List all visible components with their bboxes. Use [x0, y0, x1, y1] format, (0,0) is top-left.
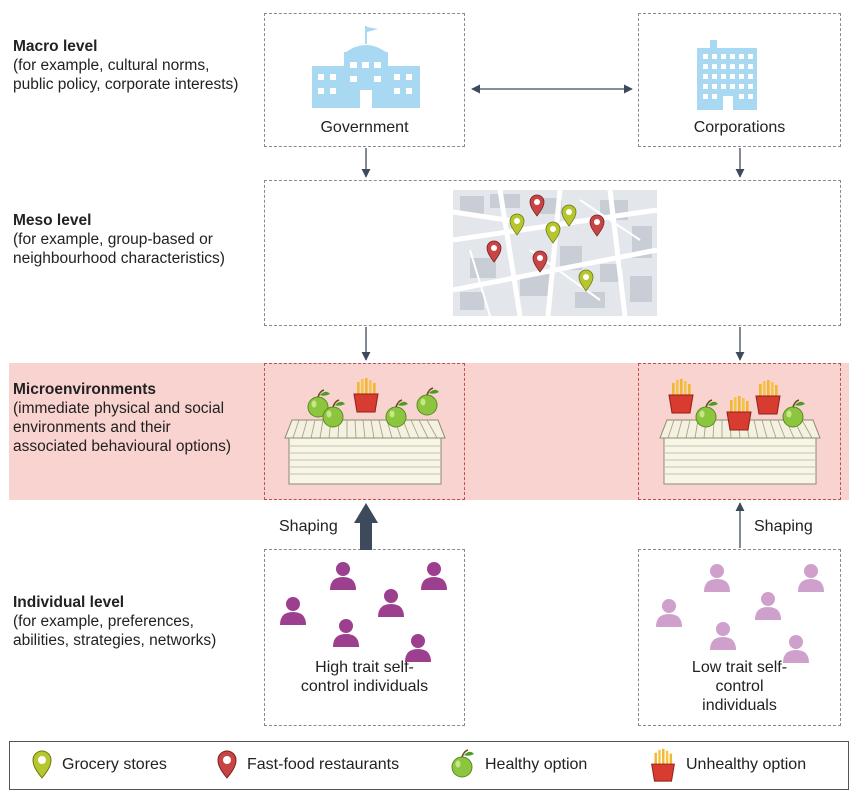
government-building-icon	[312, 26, 420, 108]
legend-grocery-label: Grocery stores	[62, 756, 167, 773]
corporation-building-icon	[697, 40, 757, 110]
macro-level-desc: (for example, cultural norms, public pol…	[13, 57, 239, 93]
individual-level-title: Individual level	[13, 594, 125, 611]
legend: Grocery stores Fast-food restaurants Hea…	[9, 741, 849, 790]
low-self-control-people	[656, 564, 824, 663]
strong-shaping-arrow	[354, 503, 378, 550]
market-stall-high-control	[284, 419, 446, 485]
meso-level-title: Meso level	[13, 212, 92, 229]
low-self-control-box: Low trait self-control individuals	[638, 549, 841, 726]
legend-unhealthy-label: Unhealthy option	[686, 756, 807, 773]
shaping-label-right: Shaping	[754, 518, 813, 535]
high-self-control-label: High trait self-control individuals	[300, 659, 429, 695]
individual-level-desc: (for example, preferences, abilities, st…	[13, 613, 217, 649]
grocery-pin-icon	[32, 750, 52, 779]
meso-level-desc: (for example, group-based or neighbourho…	[13, 231, 225, 267]
legend-healthy: Healthy option	[447, 742, 587, 788]
legend-grocery: Grocery stores	[30, 742, 167, 788]
legend-fastfood-label: Fast-food restaurants	[247, 756, 400, 773]
macro-level-label: Macro level (for example, cultural norms…	[13, 37, 243, 94]
fastfood-pin-icon	[217, 750, 237, 779]
fries-icon	[651, 748, 675, 782]
connector-arrows	[361, 84, 745, 548]
individual-level-label: Individual level (for example, preferenc…	[13, 593, 248, 650]
shaping-label-left: Shaping	[279, 518, 338, 535]
legend-fastfood: Fast-food restaurants	[215, 742, 399, 788]
corporations-box: Corporations	[638, 13, 841, 147]
high-self-control-people	[280, 562, 447, 662]
micro-box-right	[638, 363, 841, 500]
low-self-control-label: Low trait self-control individuals	[691, 659, 788, 714]
government-box: Government	[264, 13, 465, 147]
macro-level-title: Macro level	[13, 38, 98, 55]
meso-box	[264, 180, 841, 326]
corporations-label: Corporations	[693, 119, 786, 136]
micro-box-left	[264, 363, 465, 500]
neighbourhood-map	[452, 189, 658, 317]
micro-level-label: Microenvironments (immediate physical an…	[13, 380, 238, 456]
legend-healthy-label: Healthy option	[485, 756, 588, 773]
legend-unhealthy: Unhealthy option	[648, 742, 806, 788]
apple-icon	[451, 749, 475, 778]
micro-level-desc: (immediate physical and social environme…	[13, 400, 231, 455]
meso-level-label: Meso level (for example, group-based or …	[13, 211, 233, 268]
micro-level-title: Microenvironments	[13, 381, 156, 398]
government-label: Government	[320, 119, 409, 136]
